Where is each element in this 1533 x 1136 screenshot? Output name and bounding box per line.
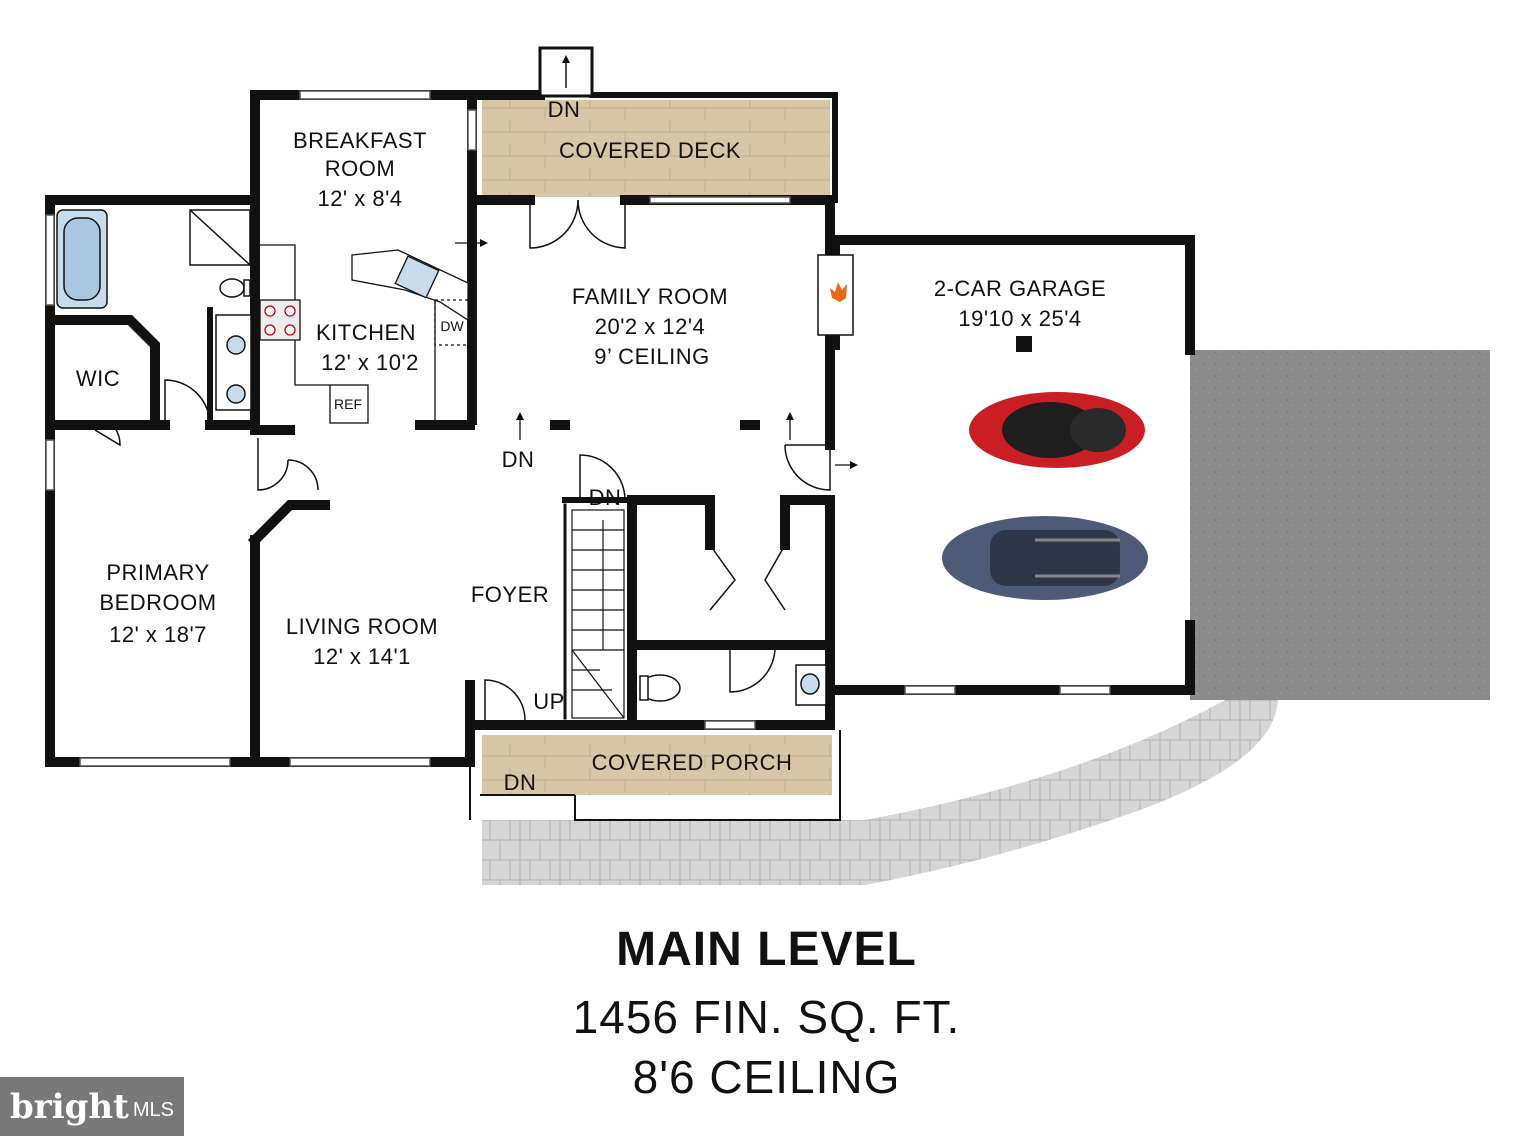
- powder-sink: [800, 673, 820, 695]
- kitchen-sink: [394, 255, 440, 299]
- toilet: [219, 278, 245, 298]
- sink-1: [226, 335, 246, 355]
- red-car: [969, 392, 1145, 468]
- porch-steps: [469, 730, 841, 821]
- porch-label: COVERED PORCH: [592, 750, 793, 775]
- fridge: [329, 384, 369, 424]
- garage-label: 2-CAR GARAGE: [934, 276, 1106, 301]
- kitchen-fixtures: [259, 244, 471, 425]
- ref-label: REF: [334, 396, 362, 412]
- living-label: LIVING ROOM: [286, 614, 438, 639]
- covered-deck-floor: [482, 100, 830, 197]
- walkway: [482, 700, 1278, 885]
- foyer-label: FOYER: [471, 582, 549, 607]
- watermark-brand: bright: [10, 1086, 129, 1127]
- kitchen-dims: 12' x 10'2: [321, 350, 419, 375]
- fire-icon: [830, 282, 847, 302]
- dn-deck: DN: [548, 97, 581, 122]
- covered-porch-floor: [482, 735, 832, 795]
- arrows: [455, 239, 858, 469]
- dn-stairs: DN: [589, 485, 622, 510]
- level-title: MAIN LEVEL: [616, 923, 917, 976]
- ceiling-height: 8'6 CEILING: [632, 1051, 901, 1103]
- dn-porch: DN: [504, 770, 537, 795]
- blue-car: [942, 516, 1148, 600]
- dn-family: DN: [502, 447, 535, 472]
- garage-post: [1016, 336, 1032, 352]
- bath-fixtures: [56, 209, 827, 706]
- deck-stairs: [538, 46, 594, 98]
- doors: [94, 199, 831, 726]
- family-dims: 20'2 x 12'4: [595, 314, 706, 339]
- garage-dims: 19'10 x 25'4: [958, 306, 1081, 331]
- dw-label: DW: [440, 318, 464, 334]
- living-dims: 12' x 14'1: [313, 644, 411, 669]
- up-stairs: UP: [533, 689, 565, 714]
- watermark-suffix: MLS: [132, 1099, 174, 1121]
- driveway: [1190, 350, 1490, 700]
- bright-mls-watermark: bright MLS: [0, 1077, 184, 1136]
- kitchen-label: KITCHEN: [316, 320, 416, 345]
- wic-label: WIC: [76, 366, 120, 391]
- dishwasher: [434, 299, 471, 346]
- covered-deck-label: COVERED DECK: [559, 138, 741, 163]
- fireplace: [817, 254, 854, 336]
- family-ceiling: 9’ CEILING: [594, 344, 709, 369]
- sink-2: [226, 384, 246, 404]
- stove: [259, 299, 301, 341]
- finished-area: 1456 FIN. SQ. FT.: [572, 991, 961, 1043]
- family-label: FAMILY ROOM: [572, 284, 728, 309]
- interior-stairs: [571, 509, 625, 719]
- windows: [45, 90, 1111, 767]
